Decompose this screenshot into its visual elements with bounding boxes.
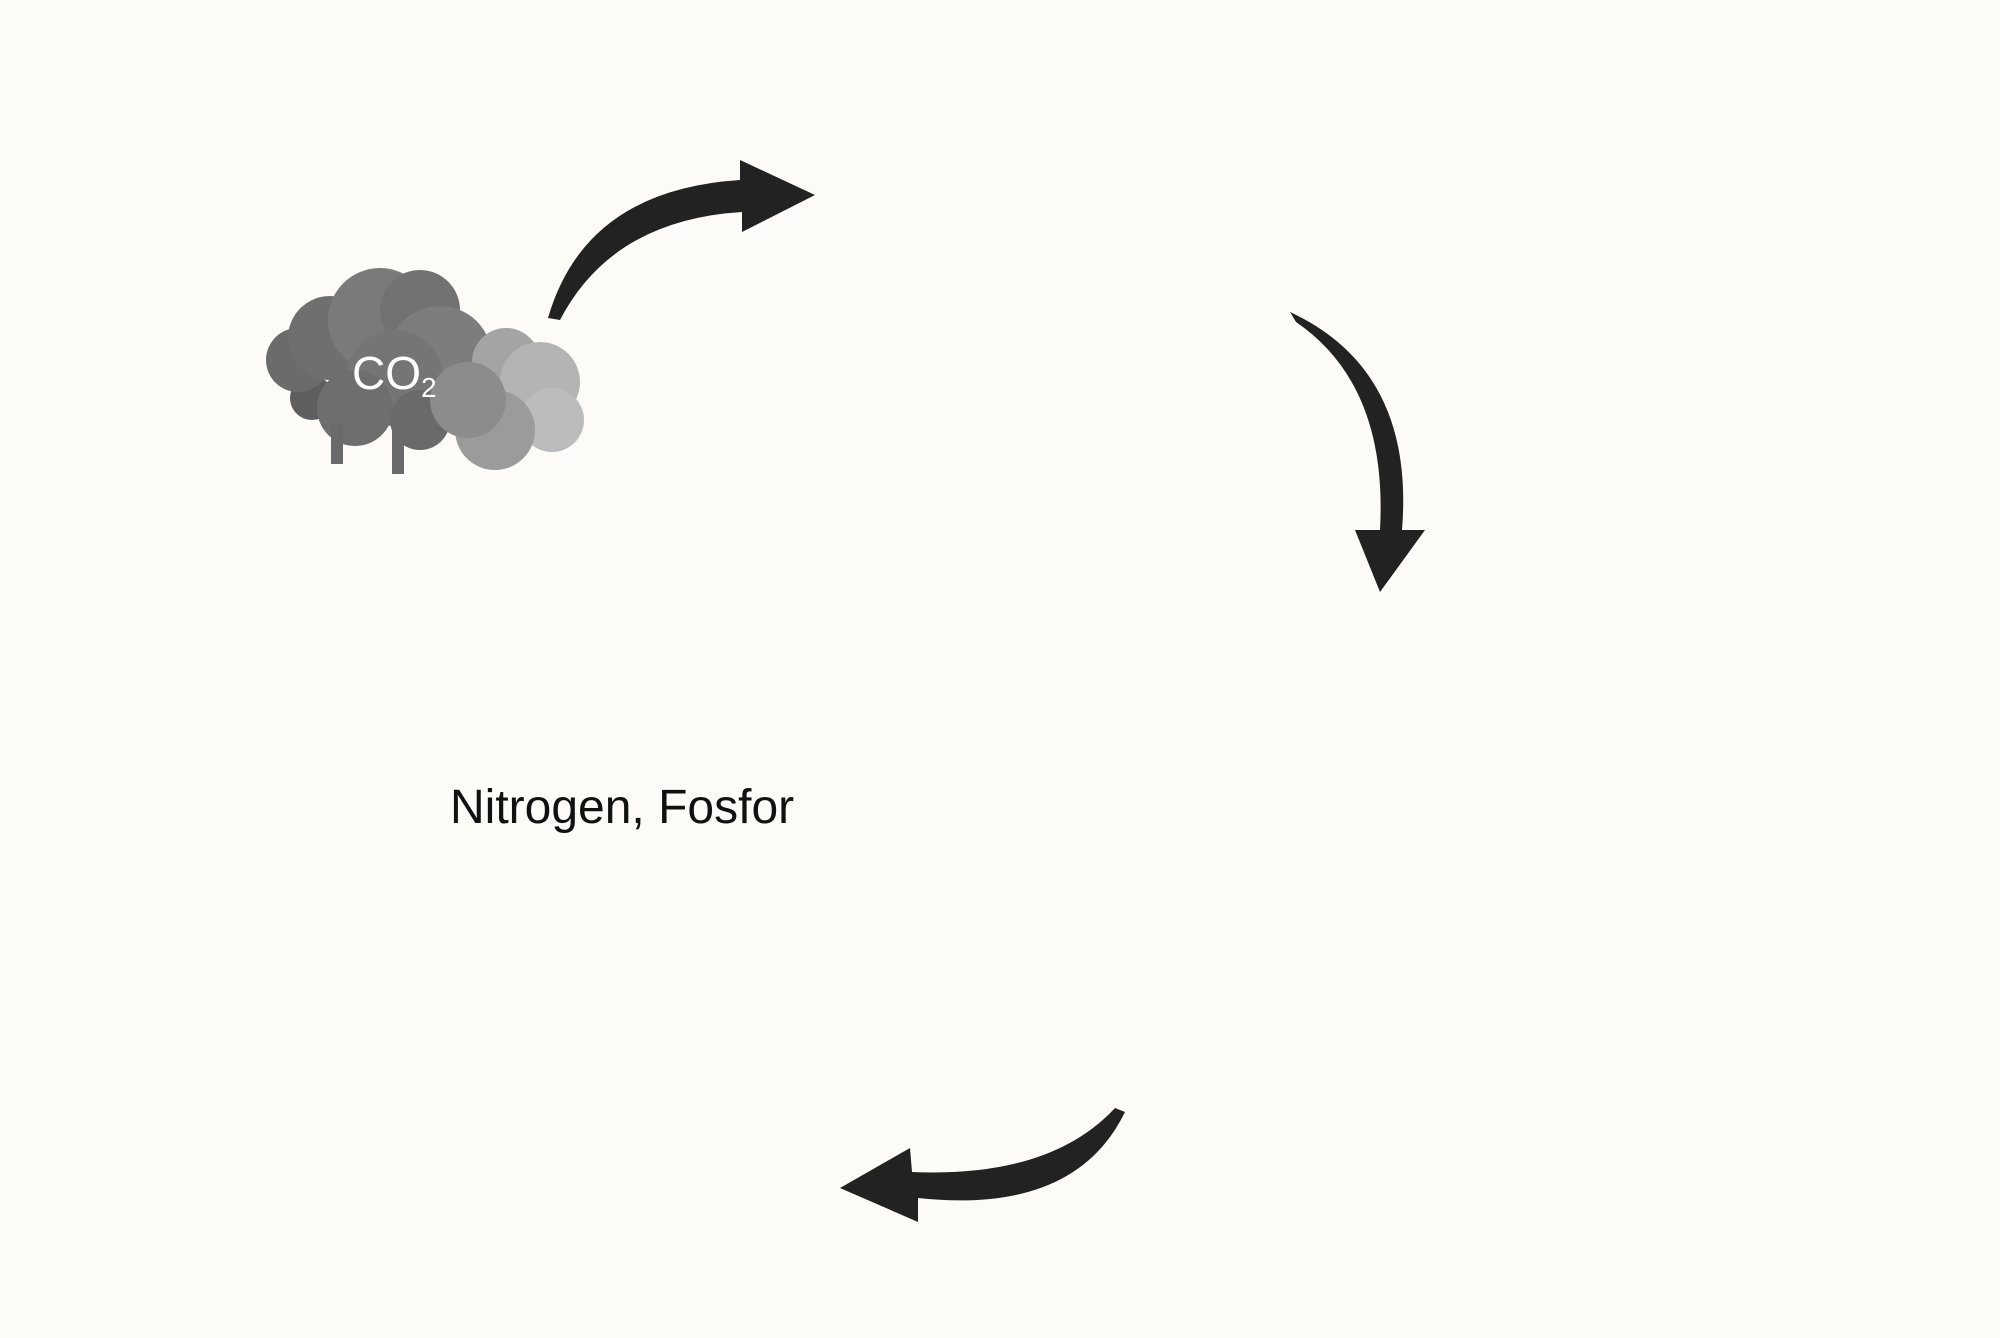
arrow-feed-to-fishcage	[840, 1108, 1125, 1222]
co2-label: CO2	[352, 346, 437, 404]
arrow-factory-to-algae	[548, 160, 815, 320]
co2-label-subscript: 2	[421, 372, 437, 403]
co2-smoke-cloud-icon	[266, 268, 584, 474]
arrow-algae-to-processing	[1290, 312, 1425, 592]
nutrients-label: Nitrogen, Fosfor	[450, 781, 795, 834]
co2-label-main: CO	[352, 347, 421, 399]
